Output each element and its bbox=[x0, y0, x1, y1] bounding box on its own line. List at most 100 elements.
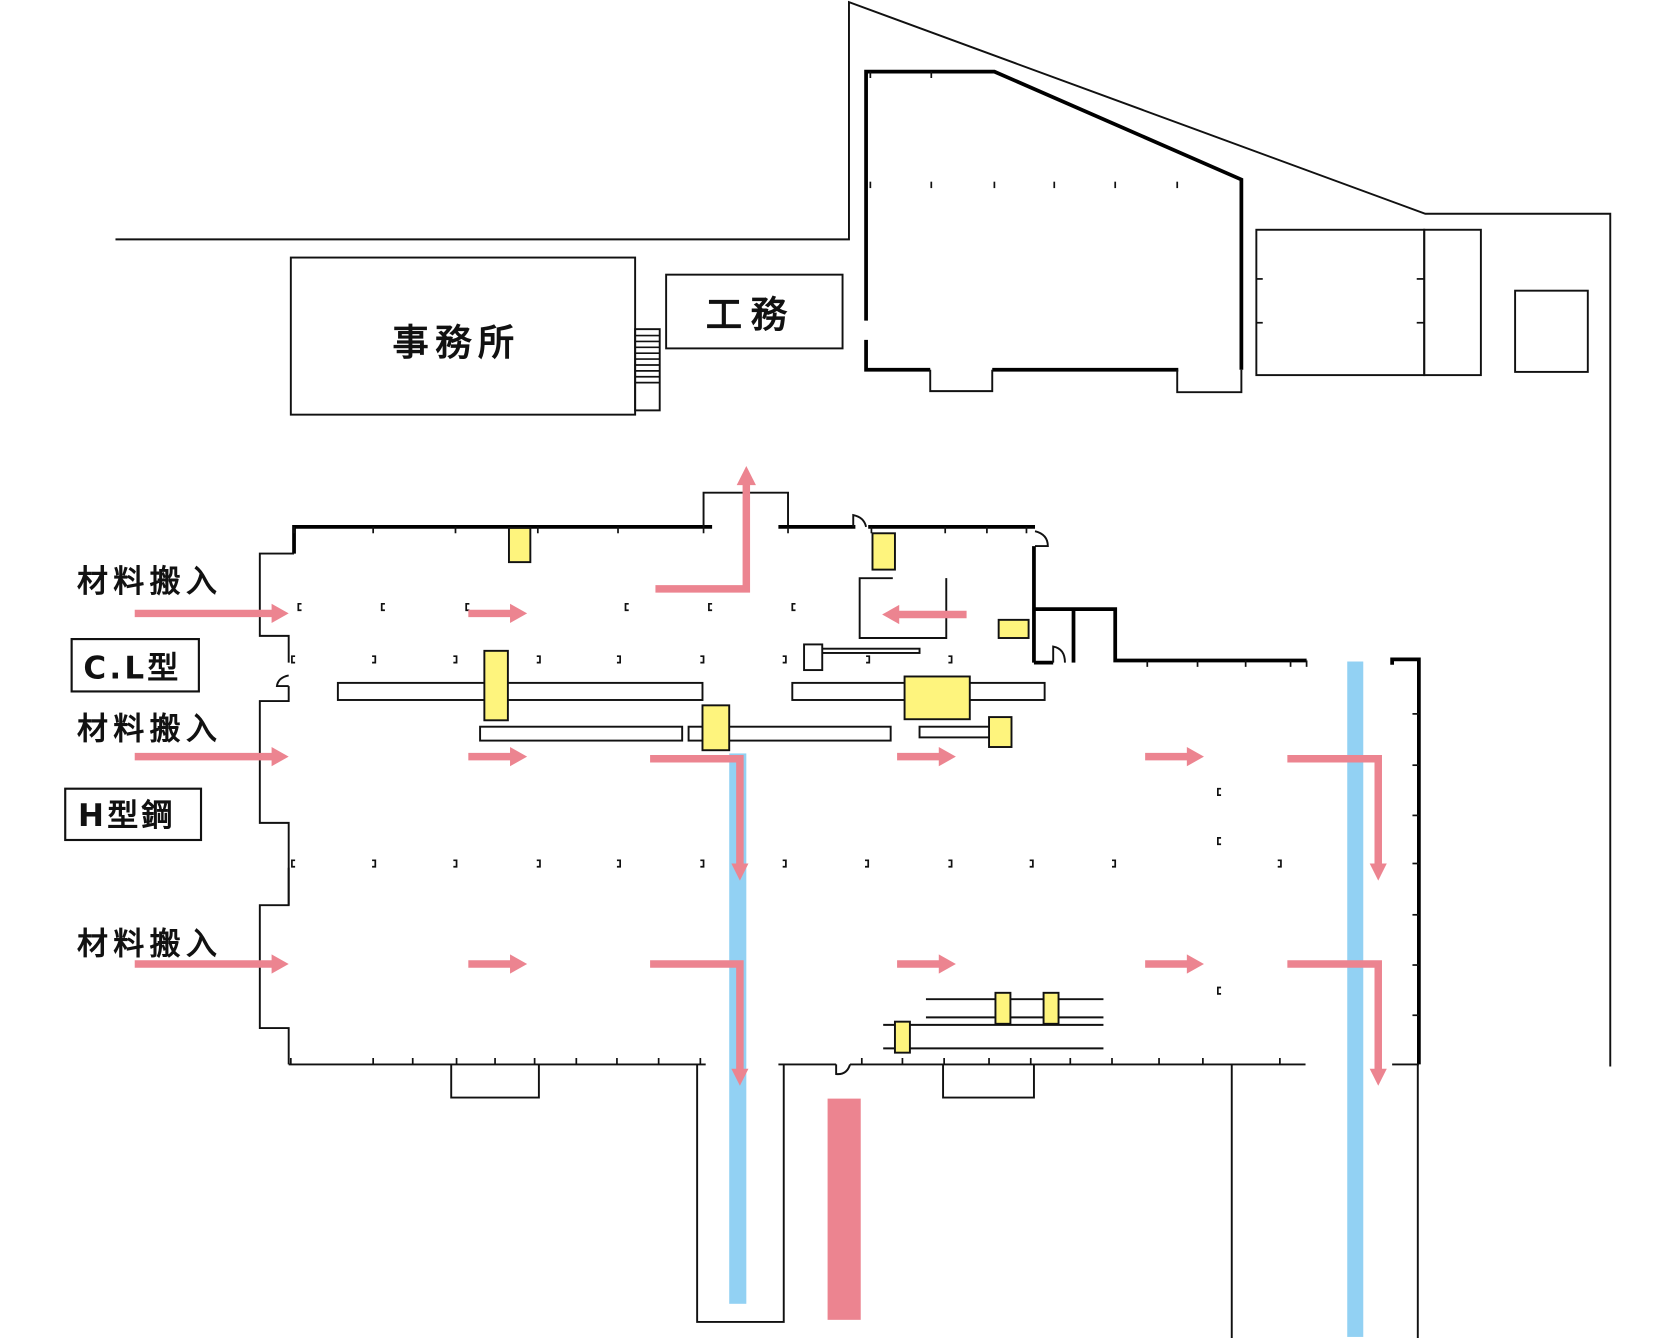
column-markers bbox=[291, 602, 1282, 995]
machine bbox=[871, 532, 896, 571]
flow-arrowhead bbox=[510, 603, 528, 624]
flow-arrow-shaft bbox=[655, 483, 751, 593]
flow-arrowhead bbox=[1186, 747, 1204, 767]
column-marker bbox=[616, 655, 622, 664]
stair-steps bbox=[635, 334, 660, 384]
engineering-building: 工務 bbox=[665, 273, 844, 350]
conveyor-3 bbox=[687, 725, 892, 742]
crane-rail-2 bbox=[1347, 661, 1364, 1337]
flow-arrowhead bbox=[1369, 863, 1387, 881]
column-marker bbox=[1277, 859, 1282, 868]
door-swing bbox=[1052, 645, 1066, 663]
column-marker bbox=[782, 859, 787, 868]
column-marker bbox=[866, 655, 871, 664]
flow-arrowhead bbox=[271, 954, 289, 974]
machine bbox=[988, 716, 1013, 748]
site-boundary-line bbox=[115, 0, 1612, 1067]
west-bay-1 bbox=[258, 552, 295, 663]
crane-bay-extension bbox=[696, 1064, 785, 1323]
legend-labels: 材料搬入 C.L型 材料搬入 H型鋼 材料搬入 bbox=[64, 564, 222, 962]
column-marker bbox=[465, 602, 470, 612]
flow-arrow-shaft bbox=[1287, 960, 1382, 1071]
flow-arrow-shaft bbox=[650, 755, 744, 866]
office-stairs bbox=[634, 328, 661, 412]
warehouse-annex-right bbox=[1176, 369, 1243, 394]
equipment bbox=[336, 526, 1104, 1054]
cl-type-label: C.L型 bbox=[83, 651, 181, 687]
column-marker bbox=[791, 602, 796, 612]
column-marker bbox=[291, 859, 296, 868]
column-marker bbox=[291, 655, 296, 664]
column-marker bbox=[536, 859, 541, 868]
machine bbox=[997, 618, 1030, 639]
warehouse-column-marks bbox=[869, 71, 1179, 189]
column-marker bbox=[536, 655, 541, 664]
column-marker bbox=[453, 859, 458, 868]
engineering-outline bbox=[665, 273, 844, 350]
column-marker bbox=[782, 655, 787, 664]
material-in-label-2: 材料搬入 bbox=[77, 712, 222, 748]
main-factory bbox=[258, 491, 1421, 1338]
flow-arrowhead bbox=[510, 747, 528, 767]
flow-arrowhead bbox=[271, 747, 289, 767]
flow-arrowhead bbox=[271, 603, 289, 624]
column-marker bbox=[616, 859, 622, 868]
warehouse-building bbox=[864, 69, 1244, 394]
conveyor-2 bbox=[479, 725, 684, 742]
work-area-frame bbox=[858, 577, 948, 639]
warehouse-wall-bottom-left bbox=[864, 339, 931, 372]
wall-tick-marks bbox=[289, 526, 1419, 1065]
material-storage-area bbox=[827, 1098, 861, 1320]
flow-arrowhead bbox=[882, 604, 900, 625]
conveyor-5 bbox=[918, 725, 992, 739]
cl-type-box bbox=[70, 638, 200, 693]
flow-arrowhead bbox=[1369, 1068, 1387, 1086]
h-beam-box bbox=[64, 787, 203, 842]
factory-east-wall bbox=[1390, 657, 1421, 1065]
column-marker bbox=[708, 602, 713, 612]
warehouse-wall bbox=[864, 69, 1244, 370]
bottom-annex-1 bbox=[450, 1064, 540, 1099]
flow-arrowhead bbox=[731, 863, 749, 881]
flow-arrow-shaft bbox=[650, 960, 744, 1071]
flow-arrowhead bbox=[938, 954, 956, 974]
flow-arrow-shaft bbox=[1287, 755, 1382, 866]
site-boundary bbox=[115, 0, 1612, 1067]
column-marker bbox=[624, 602, 629, 612]
machine bbox=[1042, 991, 1060, 1025]
column-marker bbox=[1029, 859, 1034, 868]
flow-arrowhead bbox=[1186, 954, 1204, 974]
column-marker bbox=[700, 655, 705, 664]
storage-buildings bbox=[1255, 228, 1589, 377]
machine bbox=[483, 649, 509, 722]
small-shed bbox=[1514, 289, 1589, 373]
flow-arrowhead bbox=[938, 747, 956, 767]
machine bbox=[893, 1020, 911, 1054]
column-marker bbox=[297, 602, 302, 612]
bottom-annex-2 bbox=[942, 1064, 1035, 1099]
door-swing bbox=[1034, 530, 1049, 548]
office-label: 事務所 bbox=[392, 321, 520, 364]
west-bay-2 bbox=[258, 686, 290, 906]
column-marker bbox=[1216, 787, 1222, 796]
machine bbox=[994, 991, 1012, 1025]
door-swing bbox=[852, 513, 868, 528]
h-beam-label: H型鋼 bbox=[78, 798, 176, 834]
machine bbox=[507, 526, 532, 564]
machine bbox=[903, 675, 971, 721]
material-in-label-3: 材料搬入 bbox=[77, 926, 222, 962]
column-marker bbox=[700, 859, 705, 868]
storage-building-annex bbox=[1423, 228, 1482, 377]
material-in-label-1: 材料搬入 bbox=[77, 564, 222, 600]
door-swing bbox=[275, 674, 289, 688]
column-marker bbox=[948, 859, 953, 868]
factory-top-wall-left bbox=[292, 524, 713, 554]
saw-arm bbox=[820, 647, 921, 654]
warehouse-annex-left bbox=[929, 369, 994, 393]
flow-arrowhead bbox=[736, 465, 756, 486]
column-marker bbox=[380, 602, 385, 612]
material-flow-arrows bbox=[134, 465, 1387, 1086]
column-marker bbox=[948, 655, 953, 664]
office-building: 事務所 bbox=[289, 256, 661, 416]
column-marker bbox=[1216, 836, 1222, 846]
